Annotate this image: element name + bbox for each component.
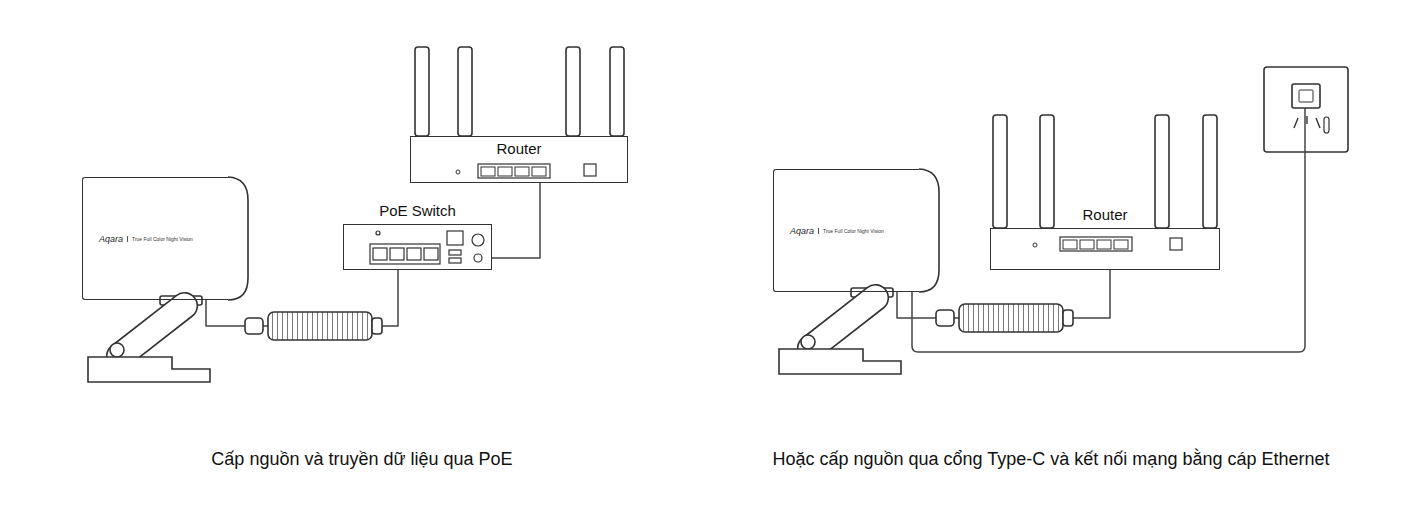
router-body: Router <box>990 228 1220 270</box>
router-left-hardware-part <box>481 167 495 176</box>
router-left-hardware-part <box>478 164 550 178</box>
poe-switch-hardware-part <box>407 248 421 260</box>
power-outlet-part <box>1294 118 1298 128</box>
router-right-hardware-part <box>1080 240 1094 249</box>
poe-switch-hardware <box>370 231 484 264</box>
poe-switch-hardware-part <box>376 231 380 235</box>
router-left-hardware-part <box>566 47 580 136</box>
camera-body: AqaraTrue Full Color Night Vision <box>773 169 919 292</box>
router-right-hardware-part <box>1155 115 1169 228</box>
poe-switch-hardware-part <box>474 254 482 262</box>
router-right-hardware <box>993 115 1217 251</box>
poe-switch-hardware-part <box>472 234 484 246</box>
router-right-hardware-part <box>1203 115 1217 228</box>
poe-switch-hardware-part <box>390 248 404 260</box>
poe-switch-hardware-part <box>370 244 440 264</box>
brand-logo: Aqara <box>790 226 818 236</box>
poe-switch-box: PoE Switch <box>343 224 492 270</box>
camera-branding: AqaraTrue Full Color Night Vision <box>790 226 884 236</box>
power-outlet-part <box>1316 118 1320 128</box>
router-right-hardware-part <box>1040 115 1054 228</box>
camera-branding: AqaraTrue Full Color Night Vision <box>99 234 193 244</box>
feature-tag: True Full Color Night Vision <box>127 236 193 242</box>
power-outlet-part <box>1306 116 1307 124</box>
power-outlet-part <box>1299 90 1313 102</box>
router-left-hardware-part <box>458 47 472 136</box>
router-right-hardware-part <box>1063 240 1077 249</box>
camera-body: AqaraTrue Full Color Night Vision <box>82 177 228 300</box>
router-left-hardware-part <box>456 170 460 174</box>
router-left-hardware-part <box>610 47 624 136</box>
router-right-hardware-part <box>1033 243 1037 247</box>
poe-switch-hardware-part <box>449 250 461 255</box>
power-outlet-part <box>1292 84 1320 108</box>
device-label: Router <box>494 140 543 157</box>
router-right-hardware-part <box>1170 238 1182 250</box>
camera-kit-left <box>88 177 382 382</box>
poe-switch-hardware-part <box>373 248 387 260</box>
router-right-hardware-part <box>993 115 1007 228</box>
router-right-hardware-part <box>1060 237 1132 251</box>
poe-switch-hardware-part <box>447 231 463 245</box>
brand-logo: Aqara <box>99 234 127 244</box>
router-body: Router <box>410 136 628 183</box>
router-left-hardware-part <box>515 167 529 176</box>
caption-text: Cấp nguồn và truyền dữ liệu qua PoE <box>0 449 724 470</box>
router-left-hardware-part <box>415 47 429 136</box>
router-left-hardware-part <box>498 167 512 176</box>
device-label: PoE Switch <box>377 202 458 219</box>
router-left-hardware <box>415 47 624 178</box>
router-right-hardware-part <box>1114 240 1128 249</box>
feature-tag: True Full Color Night Vision <box>818 228 884 234</box>
power-outlet <box>1264 67 1348 152</box>
power-outlet-part <box>1264 67 1348 152</box>
ethernet-cable <box>492 183 540 258</box>
power-outlet-part <box>1324 117 1329 133</box>
poe-switch-hardware-part <box>424 248 438 260</box>
camera-kit-right <box>779 169 1073 374</box>
device-label: Router <box>1080 206 1129 223</box>
router-left-hardware-part <box>584 164 596 176</box>
caption-text: Hoặc cấp nguồn qua cổng Type-C và kết nố… <box>700 449 1402 470</box>
router-right-hardware-part <box>1097 240 1111 249</box>
poe-switch-hardware-part <box>449 258 461 263</box>
router-left-hardware-part <box>532 167 546 176</box>
power-cable <box>912 108 1305 352</box>
